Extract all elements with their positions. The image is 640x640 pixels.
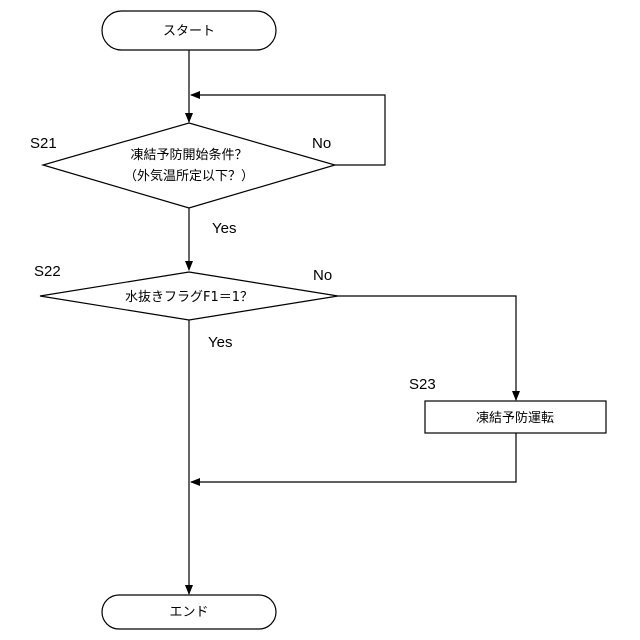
- s22-question: 水抜きフラグF1＝1？: [125, 289, 253, 305]
- s23-step-id: S23: [409, 376, 436, 393]
- s21-decision-diamond: [43, 123, 335, 208]
- s21-question-line2: （外気温所定以下？）: [124, 168, 254, 184]
- s21-no-label: No: [312, 135, 331, 152]
- s21-question-line1: 凍結予防開始条件？: [130, 147, 247, 163]
- s21-step-id: S21: [30, 135, 57, 152]
- s22-step-id: S22: [34, 263, 61, 280]
- s21-yes-label: Yes: [212, 220, 236, 237]
- s22-no-label: No: [313, 267, 332, 284]
- start-label: スタート: [163, 24, 215, 39]
- end-label: エンド: [169, 605, 208, 620]
- connector-s23-return: [191, 433, 516, 482]
- s22-yes-label: Yes: [208, 334, 232, 351]
- s23-process-label: 凍結予防運転: [476, 410, 554, 426]
